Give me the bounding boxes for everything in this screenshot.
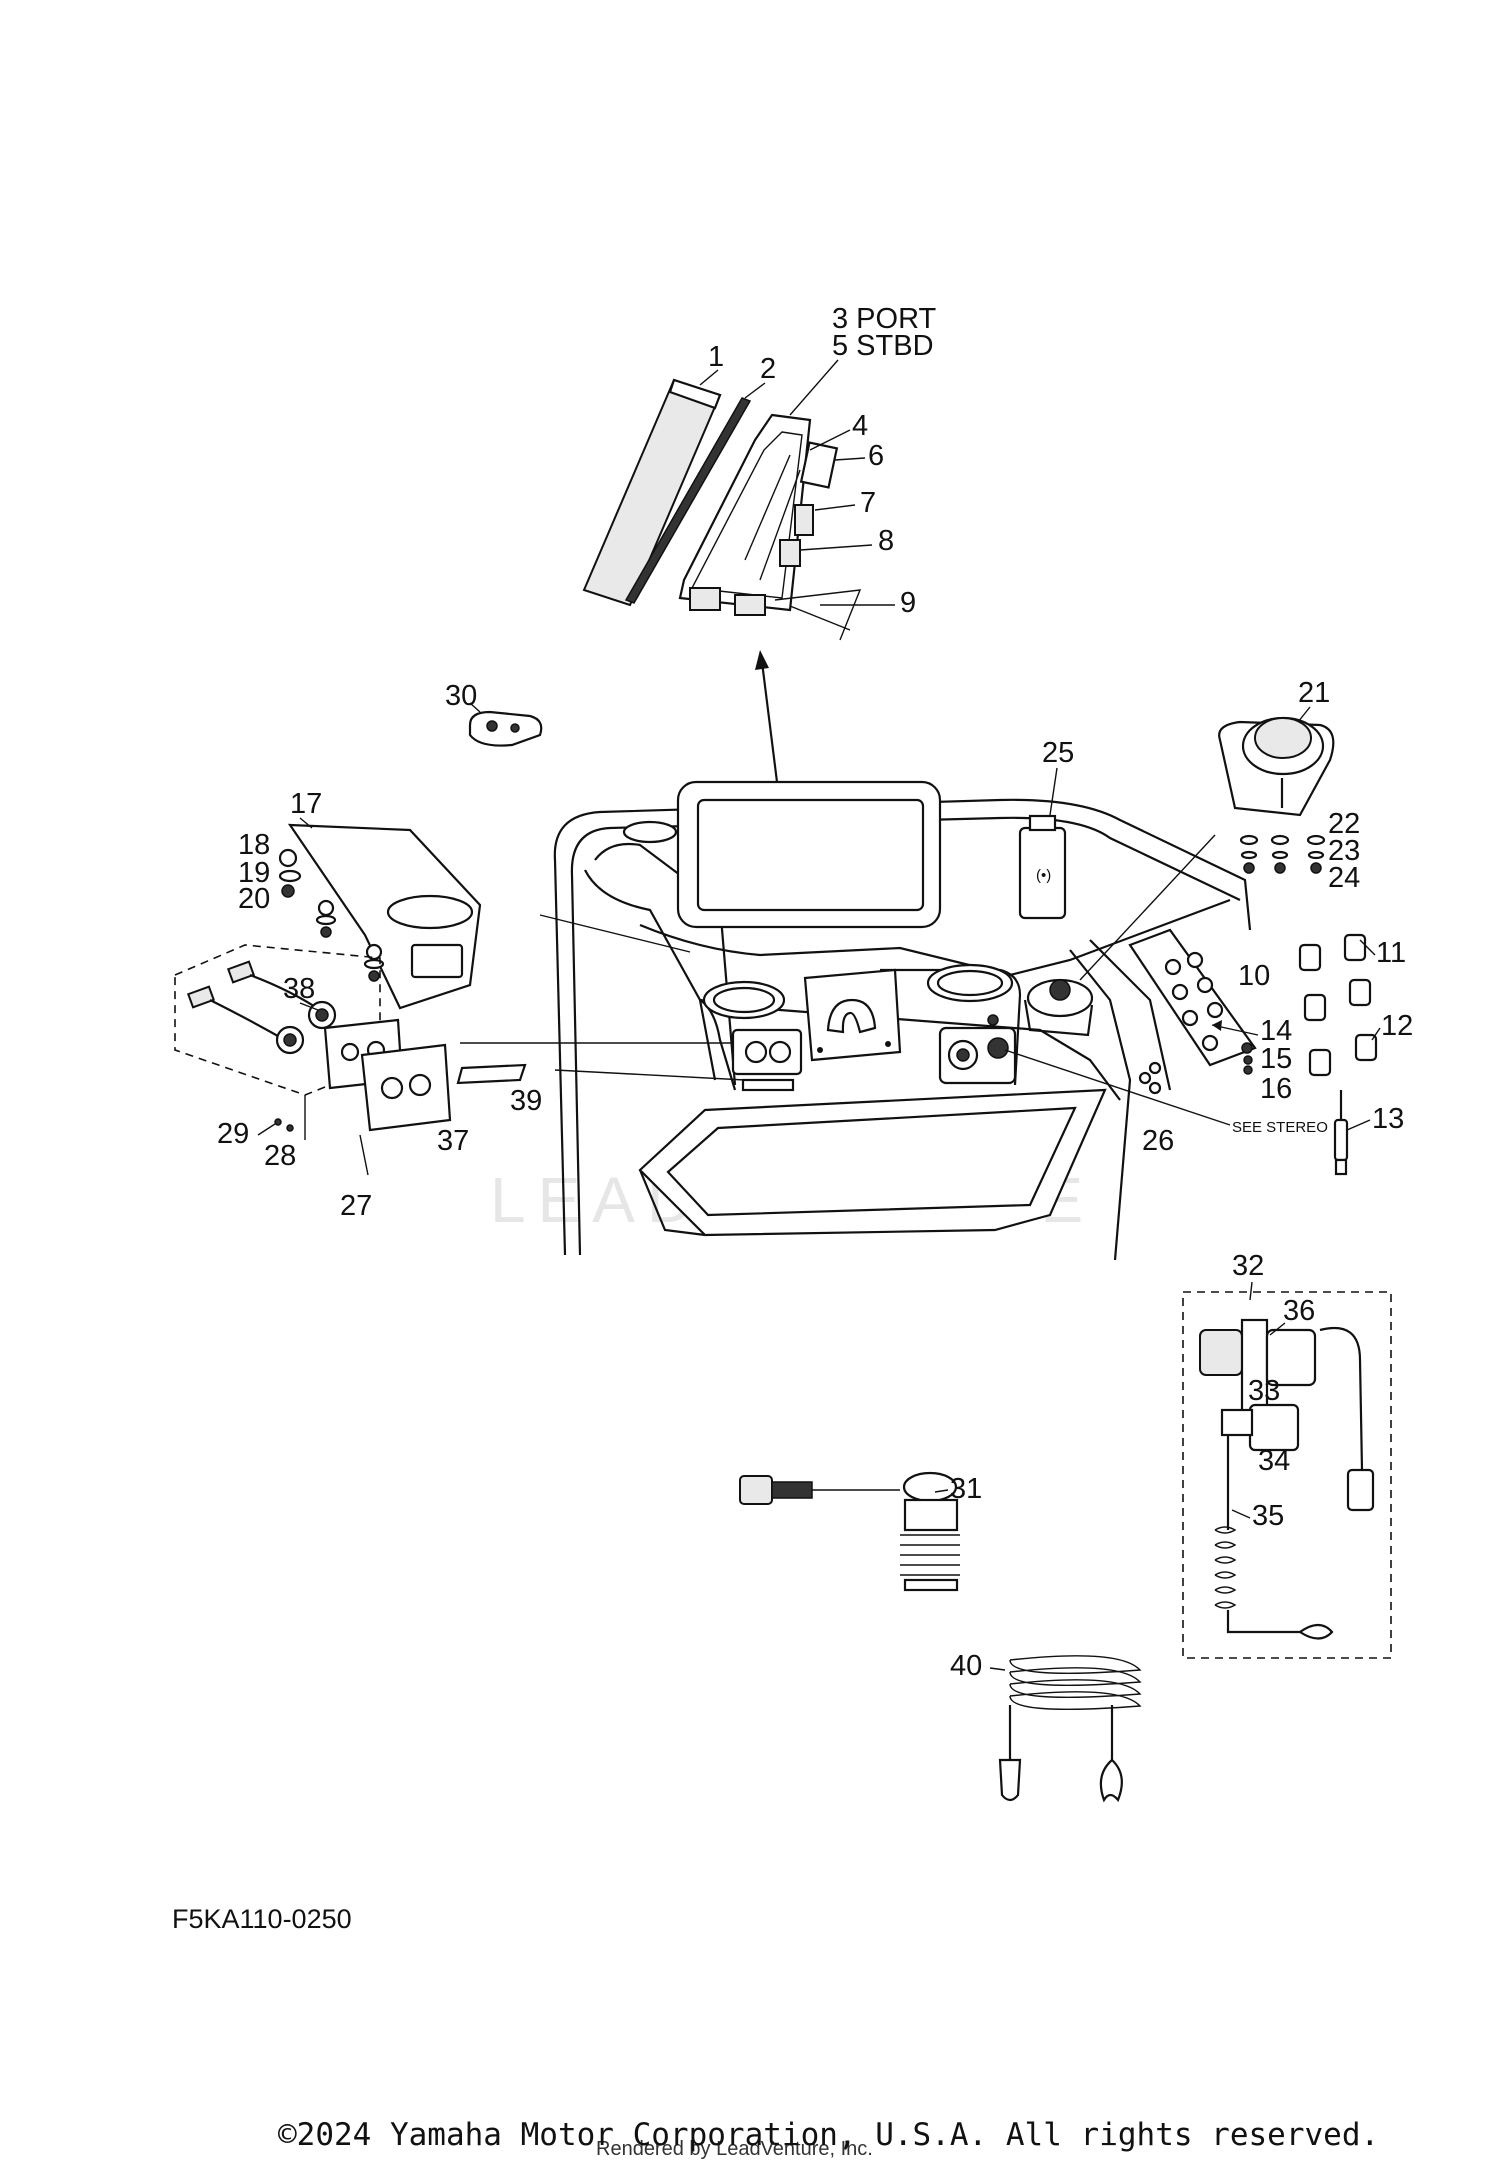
callout-35: 35 [1252, 1500, 1284, 1532]
callout-12: 12 [1381, 1010, 1413, 1042]
gasket-part-2 [624, 397, 752, 604]
callout-38: 38 [283, 973, 315, 1005]
connector-part-13 [1333, 1118, 1349, 1162]
display-housing-part-3-5 [678, 413, 812, 612]
callout-26: 26 [1142, 1125, 1174, 1157]
right-panel-group [1128, 716, 1378, 1176]
callout-7: 7 [860, 487, 876, 519]
rendered-by-note: Rendered by LeadVenture, Inc. [596, 2138, 873, 2160]
callout-1: 1 [708, 341, 724, 373]
callout-22: 22 [1328, 808, 1360, 840]
washer-part-22 [1306, 834, 1326, 846]
callout-17: 17 [290, 788, 322, 820]
clip-part-8 [779, 539, 801, 567]
callout-labels: 1 2 3 PORT 5 STBD 4 6 7 8 9 10 11 12 13 … [217, 303, 1413, 1682]
diagram-code: F5KA110-0250 [172, 1904, 352, 1934]
left-panel-group [174, 823, 527, 1176]
callout-30: 30 [445, 680, 477, 712]
remote-fob-part-30 [468, 702, 543, 747]
display-assembly-exploded [582, 378, 862, 791]
washer-part-23 [1307, 850, 1325, 860]
callout-14: 14 [1260, 1015, 1292, 1047]
switches-part-11-12-14 [1298, 933, 1378, 1077]
callout-18: 18 [238, 829, 270, 861]
glovebox [638, 1088, 1107, 1237]
bracket-part-6 [799, 441, 839, 489]
dash-console: (•) [460, 780, 1252, 1261]
lanyard-part-40 [998, 1655, 1142, 1803]
callout-32: 32 [1232, 1250, 1264, 1282]
lanyard-switch-kit-part-32 [1182, 1291, 1392, 1659]
callout-31: 31 [950, 1473, 982, 1505]
switch-bezel-part-37 [360, 1043, 452, 1132]
callout-21: 21 [1298, 677, 1330, 709]
lanyard-coil-part-35 [1214, 1526, 1237, 1609]
callout-20: 20 [238, 883, 270, 915]
callout-33: 33 [1248, 1375, 1280, 1407]
callout-5-stbd: 5 STBD [832, 330, 934, 362]
bracket-part-7 [794, 504, 814, 536]
switch-part-31 [739, 1471, 960, 1592]
assembly-arrow [760, 661, 780, 791]
callout-34: 34 [1258, 1445, 1290, 1477]
nut-part-20 [281, 884, 295, 898]
copyright-footer: ©2024 Yamaha Motor Corporation, U.S.A. A… [278, 2117, 1379, 2153]
switch-kit-boundary [174, 944, 381, 1096]
washer-part-18 [278, 848, 298, 868]
callout-24: 24 [1328, 862, 1360, 894]
callout-27: 27 [340, 1190, 372, 1222]
callout-6: 6 [868, 440, 884, 472]
callout-10: 10 [1238, 960, 1270, 992]
callout-40: 40 [950, 1650, 982, 1682]
callout-29: 29 [217, 1118, 249, 1150]
callout-15: 15 [1260, 1043, 1292, 1075]
callout-11: 11 [1376, 937, 1406, 969]
washer-part-19 [278, 869, 302, 883]
callout-25: 25 [1042, 737, 1074, 769]
callout-23: 23 [1328, 835, 1360, 867]
callout-39: 39 [510, 1085, 542, 1117]
svg-text:(•): (•) [1036, 867, 1051, 884]
nut-part-24 [1310, 862, 1322, 874]
callout-8: 8 [878, 525, 894, 557]
harness-part-9 [774, 589, 862, 641]
callout-19: 19 [238, 857, 270, 889]
callout-28: 28 [264, 1140, 296, 1172]
callout-13: 13 [1372, 1103, 1404, 1135]
callout-9: 9 [900, 587, 916, 619]
see-stereo-note: SEE STEREO [1232, 1119, 1328, 1136]
callout-16: 16 [1260, 1073, 1292, 1105]
callout-2: 2 [760, 353, 776, 385]
kit-boundary-part-32 [1182, 1291, 1392, 1659]
switch-part-36 [1199, 1329, 1243, 1376]
switch-plate-part-10 [1128, 928, 1257, 1067]
trim-part-39 [456, 1063, 527, 1085]
callout-3-port: 3 PORT [832, 303, 937, 335]
callout-4: 4 [852, 410, 868, 442]
switch-part-34 [1248, 1403, 1300, 1452]
callout-36: 36 [1283, 1295, 1315, 1327]
callout-37: 37 [437, 1125, 469, 1157]
